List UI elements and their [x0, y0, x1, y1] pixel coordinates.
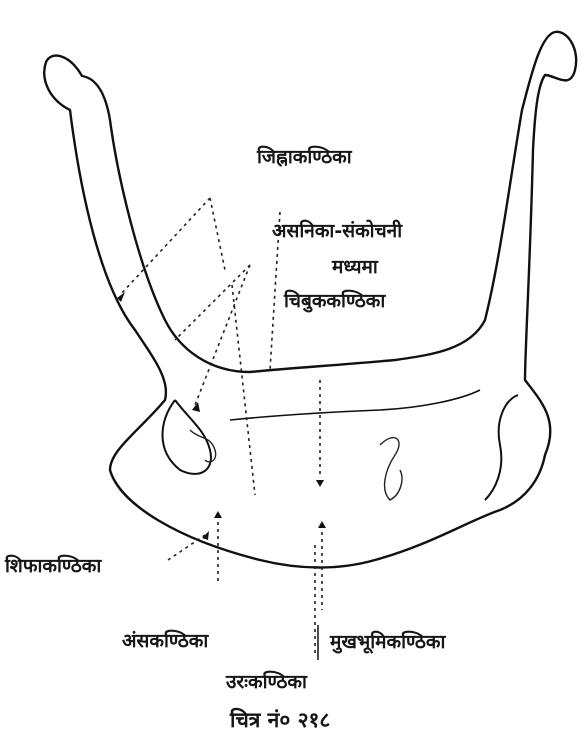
pointer-jihvakanthika-2 — [210, 198, 225, 270]
arrowhead-4 — [214, 511, 222, 518]
figure-caption: चित्र नं० २१८ — [230, 710, 330, 731]
pointer-shipha — [168, 535, 205, 560]
arrowhead-5 — [318, 521, 326, 528]
pointer-madhyama-2 — [195, 265, 250, 405]
hyoid-body-edge — [230, 390, 480, 420]
pointer-lines — [120, 198, 322, 655]
label-madhyama: मध्यमा — [332, 258, 378, 277]
arrowhead-3 — [316, 480, 324, 487]
arrow-heads — [117, 292, 326, 540]
pointer-madhyama-3 — [232, 285, 255, 495]
label-chibukakanthika: चिबुककण्ठिका — [284, 292, 385, 311]
muscle-attachment-scribble — [380, 438, 402, 500]
right-lesser-horn — [485, 395, 518, 500]
label-mukhabhumikanthika: मुखभूमिकण्ठिका — [330, 633, 445, 652]
label-jihvakanthika: जिह्नाकण्ठिका — [257, 148, 352, 167]
label-amsakanthika: अंसकण्ठिका — [122, 632, 208, 651]
pointer-jihvakanthika-1 — [120, 198, 210, 295]
left-lesser-horn — [163, 400, 211, 474]
label-urahkanthika: उरःकण्ठिका — [226, 673, 307, 692]
pointer-madhyama-1 — [175, 265, 250, 340]
label-asanika-sankochani: असनिका-संकोचनी — [272, 222, 402, 241]
label-shiphakanthika: शिफाकण्ठिका — [5, 557, 101, 576]
